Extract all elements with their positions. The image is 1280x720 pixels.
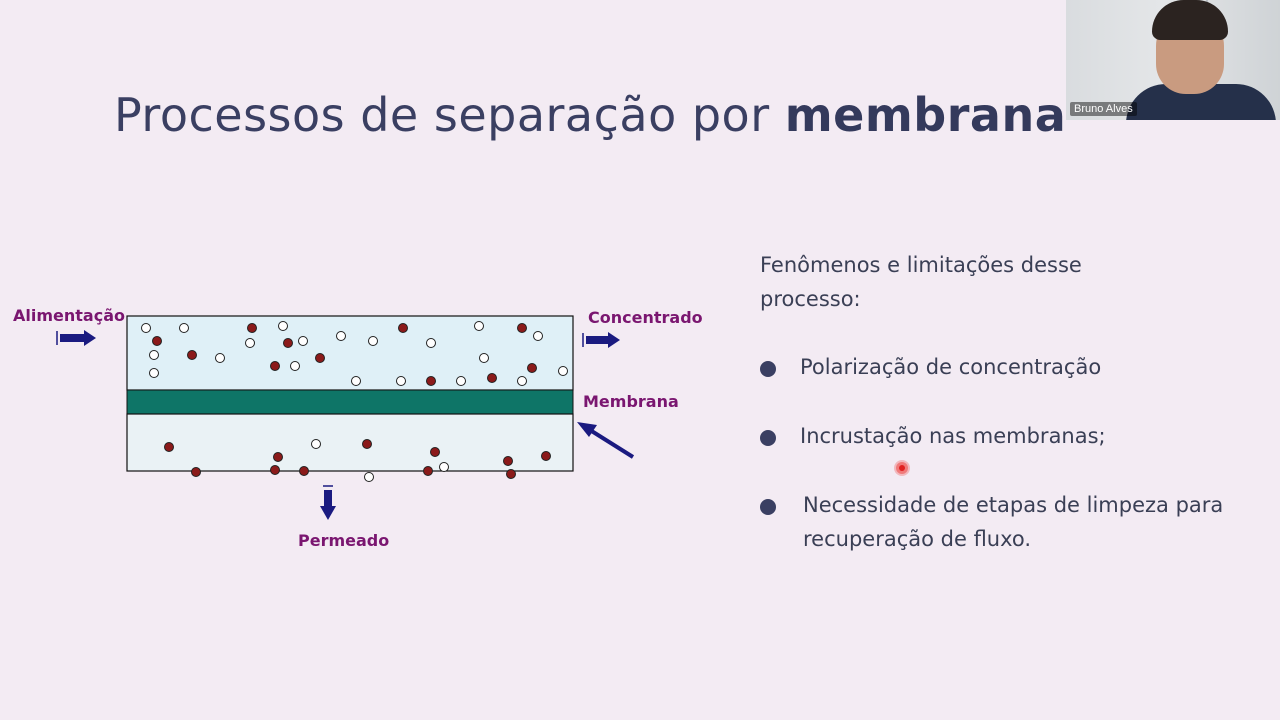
feed-arrow (56, 330, 96, 346)
feed-particles (141, 321, 568, 386)
bullet-dot-icon (760, 430, 776, 446)
membrane-diagram-svg (56, 315, 635, 520)
slide-title-bold: membrana (784, 88, 1067, 142)
bullet-item: Incrustação nas membranas; (760, 419, 1240, 453)
permeate-label: Permeado (298, 531, 390, 550)
bullet-item: Polarização de concentração (760, 350, 1240, 384)
slide-title-regular: Processos de separação por (114, 88, 785, 142)
membrane-diagram: Alimentação Concentrado Membrana Permead… (0, 300, 720, 560)
bullet-dot-icon (760, 361, 776, 377)
laser-pointer-icon (896, 462, 908, 474)
bullet-dot-icon (760, 499, 776, 515)
intro-text: Fenômenos e limitações desse processo: (760, 253, 1082, 311)
membrane-label: Membrana (583, 392, 679, 411)
bullet-text: Polarização de concentração (800, 355, 1102, 379)
concentrate-label: Concentrado (588, 308, 703, 327)
permeate-particles (164, 439, 551, 482)
membrane-layer (126, 389, 574, 415)
feed-label: Alimentação (13, 306, 125, 325)
participant-hair (1152, 0, 1228, 40)
membrane-pointer-arrow (577, 422, 635, 459)
concentrate-arrow (582, 332, 620, 348)
participant-name: Bruno Alves (1070, 102, 1137, 116)
webcam-thumbnail[interactable]: Bruno Alves (1066, 0, 1280, 120)
slide-title: Processos de separação por membrana (114, 88, 1174, 142)
bullet-item: Necessidade de etapas de limpeza para re… (760, 488, 1240, 556)
permeate-channel (126, 413, 574, 472)
bullet-text: Necessidade de etapas de limpeza para re… (803, 493, 1224, 551)
bullet-text: Incrustação nas membranas; (800, 424, 1106, 448)
permeate-arrow (320, 485, 336, 520)
